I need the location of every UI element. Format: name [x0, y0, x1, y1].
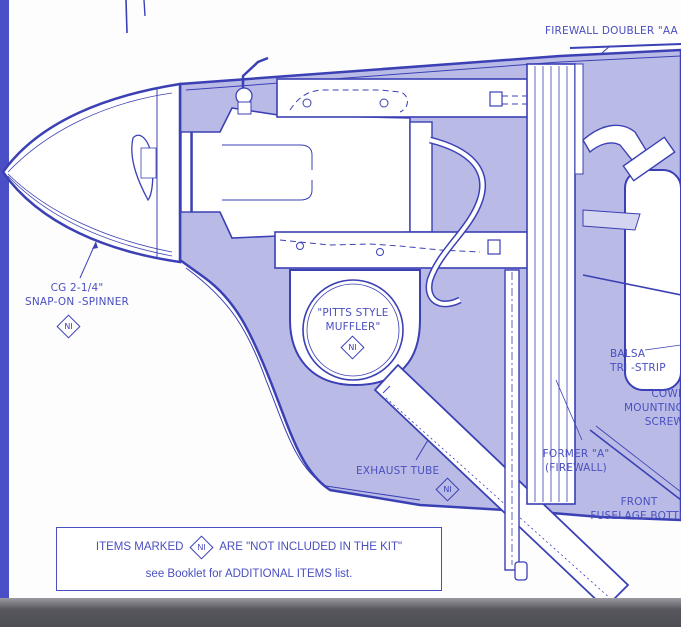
label-former-line1: FORMER "A": [534, 447, 618, 461]
legend-suffix: ARE "NOT INCLUDED IN THE KIT": [219, 541, 402, 553]
label-spinner: CG 2-1/4" SNAP-ON -SPINNER: [12, 281, 142, 309]
label-muffler-line1: "PITTS STYLE: [303, 306, 403, 320]
engine-body: [192, 108, 410, 238]
label-muffler-line2: MUFFLER": [303, 320, 403, 334]
label-former-line2: (FIREWALL): [534, 461, 618, 475]
label-firewall-doubler: FIREWALL DOUBLER "AA: [545, 24, 678, 38]
label-exhaust-tube: EXHAUST TUBE: [356, 464, 439, 478]
firewall: [527, 64, 583, 504]
label-balsa: BALSA TRI -STRIP: [610, 347, 666, 375]
label-front-fuselage: FRONT FUSELAGE BOTTO: [584, 495, 681, 523]
label-fuselage-line2: FUSELAGE BOTTO: [584, 509, 681, 523]
page-edge-bar: [0, 0, 9, 598]
label-spinner-line2: SNAP-ON -SPINNER: [12, 295, 142, 309]
label-cowl-line1: COWL: [614, 387, 681, 401]
label-balsa-line1: BALSA: [610, 347, 666, 361]
label-spinner-line1: CG 2-1/4": [12, 281, 142, 295]
legend-ni-wrapper: NI: [187, 540, 217, 554]
legend-row-1: ITEMS MARKED NI ARE "NOT INCLUDED IN THE…: [57, 540, 441, 554]
ni-marker-legend: NI: [189, 535, 213, 559]
label-muffler: "PITTS STYLE MUFFLER": [303, 306, 403, 334]
scan-shadow: [0, 598, 681, 627]
label-balsa-line2: TRI -STRIP: [610, 361, 666, 375]
label-cowl-line2: MOUNTING: [614, 401, 681, 415]
label-former: FORMER "A" (FIREWALL): [534, 447, 618, 475]
legend-box: ITEMS MARKED NI ARE "NOT INCLUDED IN THE…: [56, 527, 442, 591]
label-cowl-screw: COWL MOUNTING SCREW: [614, 387, 681, 429]
backplate: [181, 132, 191, 212]
upper-mount-beam: [277, 79, 549, 117]
label-fuselage-line1: FRONT: [584, 495, 681, 509]
firewall-doubler-rule: [570, 44, 681, 48]
label-cowl-line3: SCREW: [614, 415, 681, 429]
hang-line-2: [144, 0, 145, 16]
legend-prefix: ITEMS MARKED: [96, 541, 184, 553]
hang-line-1: [126, 0, 127, 33]
legend-note: see Booklet for ADDITIONAL ITEMS list.: [57, 568, 441, 580]
